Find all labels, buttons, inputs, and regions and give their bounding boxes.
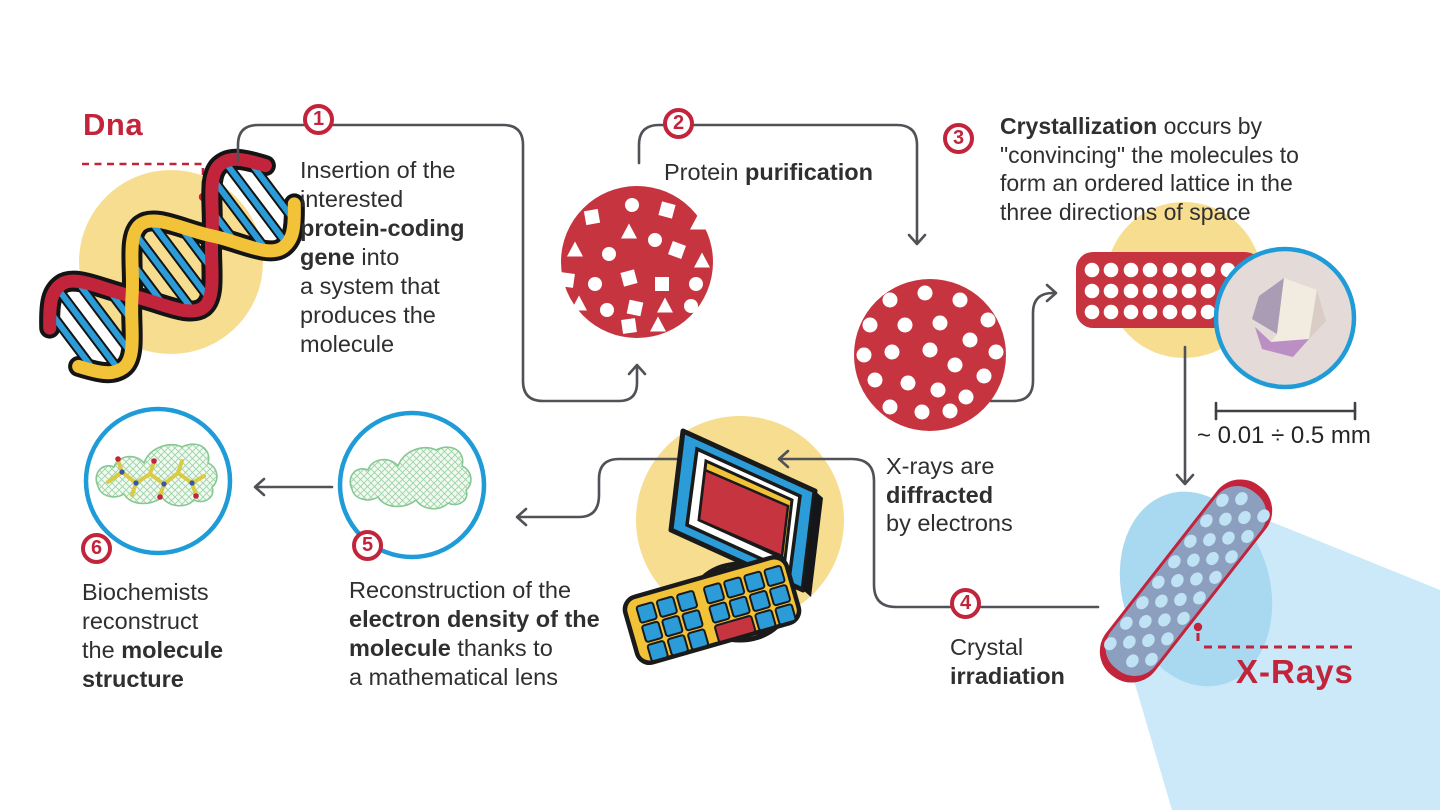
step-number-3: 3 bbox=[952, 127, 965, 149]
step-number-2: 2 bbox=[672, 112, 685, 134]
dna-label: Dna bbox=[83, 107, 144, 142]
irradiated-crystal-slab bbox=[1099, 479, 1273, 683]
step-badge-2: 2 bbox=[663, 108, 694, 139]
step-badge-6: 6 bbox=[81, 533, 112, 564]
connector-2 bbox=[637, 123, 919, 245]
crystal-droplet-circle bbox=[1213, 246, 1357, 390]
connector-5-arrow bbox=[515, 507, 528, 527]
connector-5 bbox=[516, 457, 690, 519]
scale-bar bbox=[1214, 401, 1357, 421]
crystal-size-label: ~ 0.01 ÷ 0.5 mm bbox=[1197, 422, 1371, 449]
step-badge-1: 1 bbox=[303, 104, 334, 135]
connector-3 bbox=[989, 291, 1057, 403]
monitor-depth-edge bbox=[803, 491, 823, 597]
step-3-text: Crystallization occurs by"convincing" th… bbox=[1000, 113, 1299, 225]
connector-1 bbox=[236, 123, 639, 403]
xray-beam-illustration bbox=[1099, 479, 1440, 810]
step-number-5: 5 bbox=[361, 534, 374, 556]
molecule-atoms bbox=[115, 456, 199, 500]
electron-density-circle bbox=[337, 410, 487, 560]
molecule-structure-circle bbox=[83, 406, 233, 556]
connector-4 bbox=[778, 457, 1100, 609]
electron-density-blob bbox=[349, 446, 472, 510]
purified-protein-circle bbox=[854, 279, 1006, 431]
step-badge-3: 3 bbox=[943, 123, 974, 154]
connector-1-arrow bbox=[627, 363, 647, 376]
step-number-4: 4 bbox=[959, 592, 972, 614]
step-number-1: 1 bbox=[312, 108, 325, 130]
connector-4-arrow bbox=[777, 449, 790, 469]
step-2-text: Protein purification bbox=[664, 159, 873, 185]
connector-crystal-down-arrow bbox=[1175, 473, 1195, 486]
xray-pointer-dot bbox=[1193, 622, 1203, 632]
computer-icon bbox=[622, 428, 823, 666]
step-number-6: 6 bbox=[90, 537, 103, 559]
step-badge-5: 5 bbox=[352, 530, 383, 561]
connector-3-arrow bbox=[1045, 283, 1058, 303]
molecule-density-blob bbox=[95, 443, 218, 507]
connector-2-arrow bbox=[907, 233, 927, 246]
mixed-proteins-circle bbox=[559, 186, 713, 338]
dna-icon bbox=[39, 148, 305, 384]
flow-connectors bbox=[236, 123, 1195, 609]
connector-6-arrow bbox=[253, 477, 266, 497]
xray-pointer-line bbox=[1196, 633, 1358, 649]
keyboard-icon bbox=[622, 554, 802, 666]
step-badge-4: 4 bbox=[950, 588, 981, 619]
xrays-label: X-Rays bbox=[1236, 653, 1354, 690]
monitor-screen bbox=[697, 468, 790, 558]
